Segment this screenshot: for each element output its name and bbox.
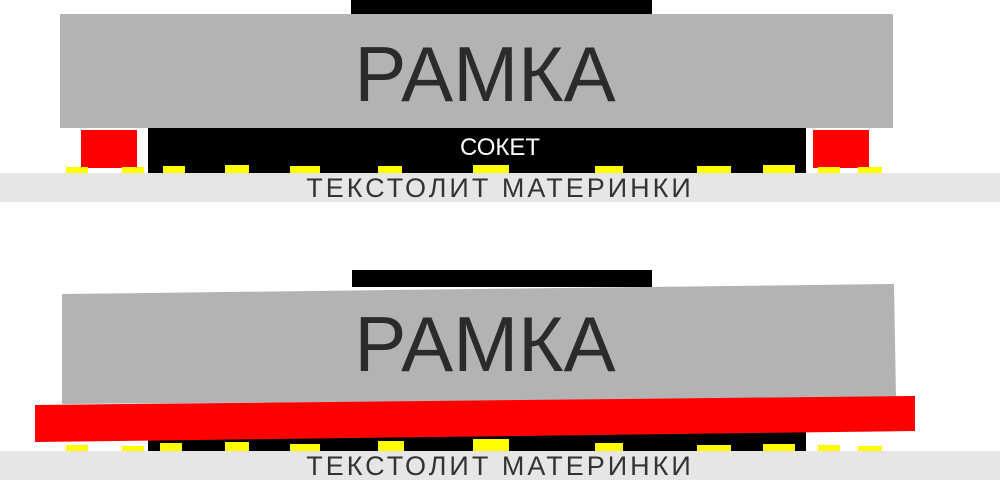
- pin: [160, 443, 182, 451]
- pin: [697, 445, 731, 451]
- pin: [697, 166, 731, 173]
- pin: [225, 165, 249, 173]
- bottom-lid-strip: [352, 270, 652, 287]
- pin: [595, 443, 623, 451]
- bottom-frame-label: РАМКА: [354, 300, 616, 388]
- top-red-block-left: [81, 130, 137, 168]
- top-pcb: [0, 173, 1000, 202]
- pin: [818, 445, 840, 451]
- pin: [473, 439, 509, 451]
- top-lid-strip: [351, 0, 652, 14]
- pin: [163, 166, 185, 173]
- top-red-block-right: [813, 130, 869, 168]
- top-socket-label: СОКЕТ: [459, 134, 541, 161]
- pin: [66, 167, 88, 173]
- pin: [290, 166, 320, 173]
- bottom-pcb: [0, 451, 1000, 480]
- top-frame: [60, 14, 893, 128]
- top-frame-label: РАМКА: [354, 30, 616, 118]
- pin: [473, 165, 509, 173]
- bottom-pcb-label: ТЕКСТОЛИТ МАТЕРИНКИ: [306, 451, 694, 481]
- pin: [122, 167, 144, 173]
- pin: [66, 445, 88, 451]
- pin: [378, 441, 404, 451]
- pin: [763, 444, 795, 451]
- pin: [858, 446, 882, 451]
- pin: [290, 444, 320, 451]
- pin: [858, 167, 882, 173]
- top-pcb-label: ТЕКСТОЛИТ МАТЕРИНКИ: [306, 173, 694, 203]
- pin: [818, 167, 840, 173]
- pin: [122, 446, 144, 451]
- pin: [378, 166, 402, 173]
- pin: [763, 165, 795, 173]
- pin: [595, 166, 623, 173]
- pin: [225, 442, 249, 451]
